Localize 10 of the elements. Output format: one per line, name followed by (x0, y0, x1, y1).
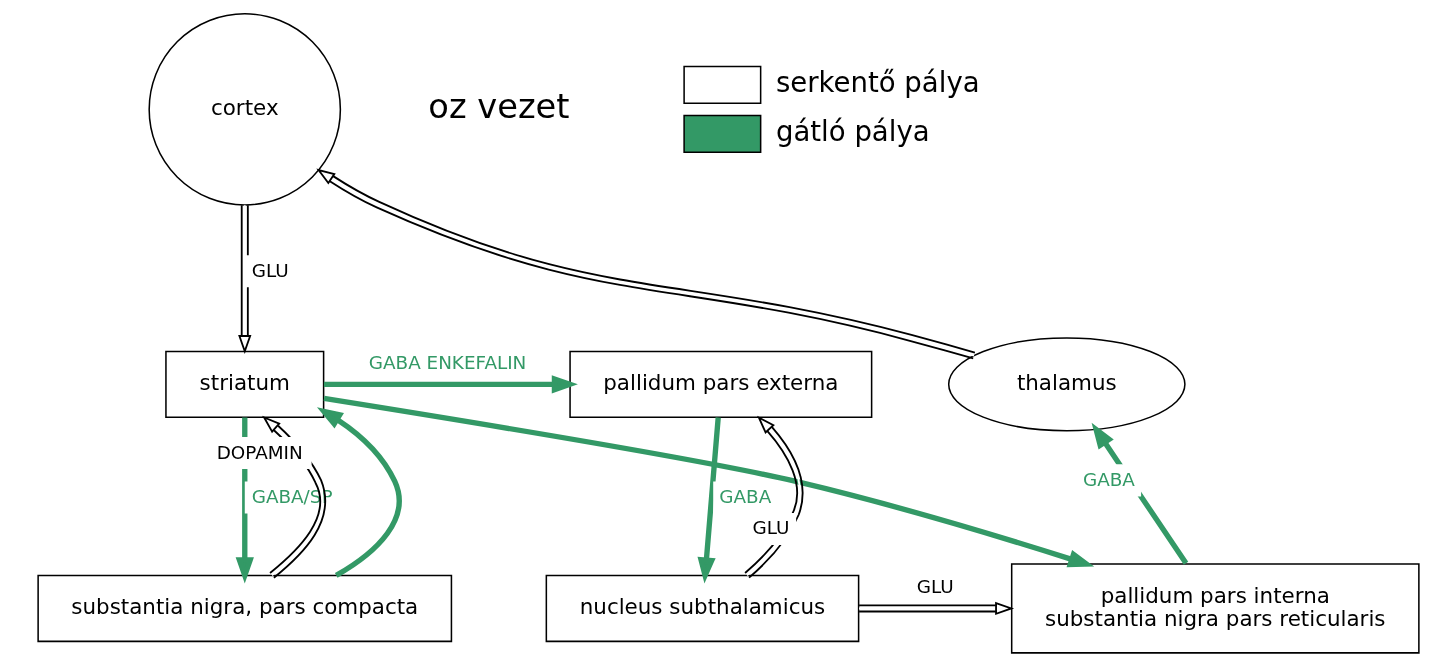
legend-label: serkentő pálya (775, 65, 980, 98)
edge-label: GLU (251, 259, 289, 281)
edge-label: GABA ENKEFALIN (368, 352, 526, 374)
label: oz vezet (427, 86, 569, 126)
edge-label: GABA (1082, 468, 1135, 490)
legend-label: gátló pálya (775, 114, 930, 147)
edge-label: DOPAMIN (216, 441, 303, 463)
edge-label: GABA (718, 486, 771, 507)
edge-label: GLU (752, 517, 789, 539)
edge-label: GLU (916, 576, 954, 598)
